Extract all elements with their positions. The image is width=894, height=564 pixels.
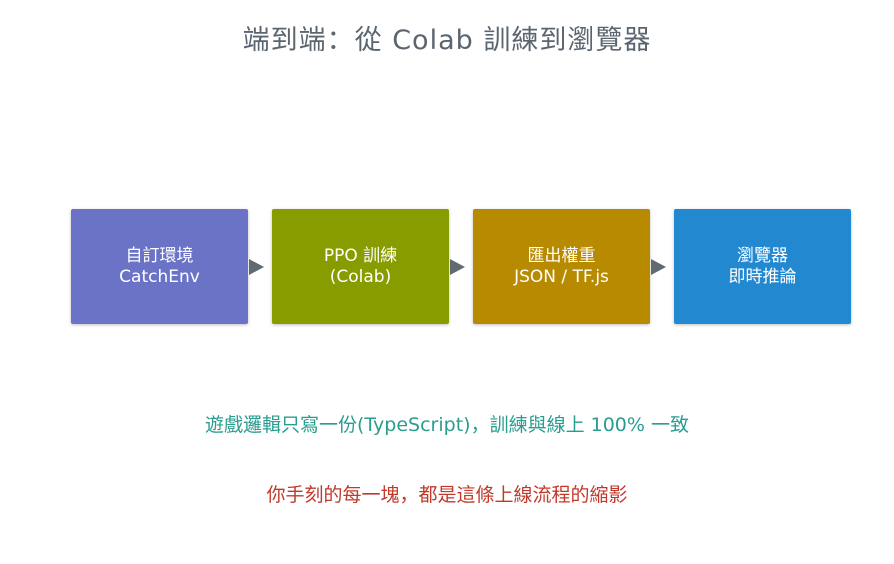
note-pipeline: 你手刻的每一塊，都是這條上線流程的縮影 — [266, 484, 628, 506]
step-custom-env-sublabel: CatchEnv — [119, 266, 200, 287]
note-consistency: 遊戲邏輯只寫一份(TypeScript)，訓練與線上 100% 一致 — [205, 414, 689, 436]
step-ppo-training-sublabel: (Colab) — [329, 266, 392, 287]
step-ppo-training: PPO 訓練 (Colab) — [272, 209, 449, 324]
step-export-weights-sublabel: JSON / TF.js — [514, 266, 609, 287]
step-browser-inference: 瀏覽器 即時推論 — [674, 209, 851, 324]
page-title: 端到端：從 Colab 訓練到瀏覽器 — [242, 25, 652, 56]
arrow-icon — [249, 259, 264, 275]
step-browser-inference-sublabel: 即時推論 — [728, 266, 797, 287]
arrow-icon — [450, 259, 465, 275]
step-export-weights: 匯出權重 JSON / TF.js — [473, 209, 650, 324]
step-custom-env: 自訂環境 CatchEnv — [71, 209, 248, 324]
step-ppo-training-label: PPO 訓練 — [323, 245, 398, 266]
arrow-icon — [651, 259, 666, 275]
step-export-weights-label: 匯出權重 — [527, 245, 596, 266]
step-custom-env-label: 自訂環境 — [125, 245, 194, 266]
step-browser-inference-label: 瀏覽器 — [737, 245, 788, 266]
